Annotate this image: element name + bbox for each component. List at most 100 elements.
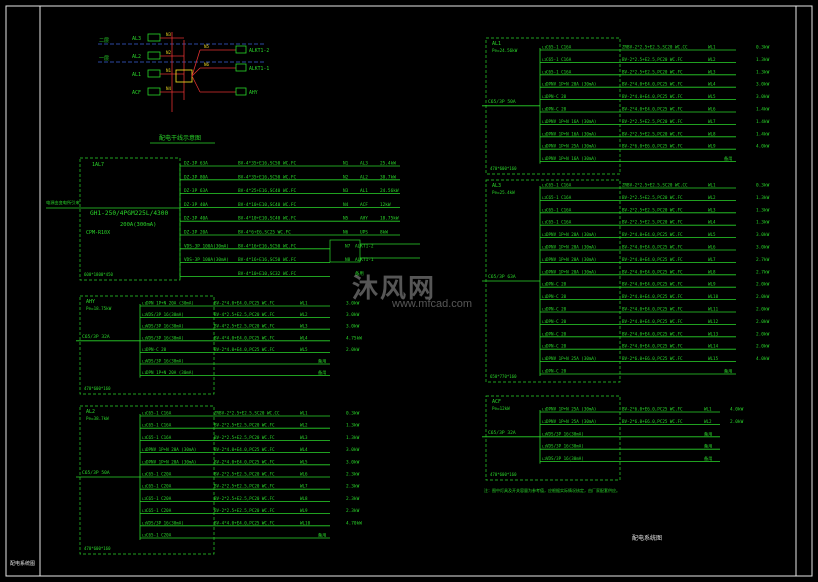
circuit-number: WL10 <box>300 520 311 525</box>
circuit-cable: BV-4*35+E16,SC50 WC.FC <box>238 161 297 167</box>
circuit-breaker: DPNV 1P+N 25A (30mA) <box>546 356 596 361</box>
circuit-breaker: C65-1 C20A <box>146 508 172 513</box>
phase-label: L2 <box>542 307 547 312</box>
panel-size-note: 470*600*160 <box>84 386 111 391</box>
branch-line <box>191 49 201 77</box>
circuit-load: 3.0kW <box>756 232 770 238</box>
circuit-cable: BV-2*4.0+E4.0,PC25 WC.FC <box>622 82 683 87</box>
phase-label: L3 <box>142 472 147 477</box>
incoming-breaker: C65/3P 50A <box>488 99 516 105</box>
circuit-breaker: C65-1 C20A <box>146 484 172 489</box>
circuit-number: WL3 <box>708 207 716 212</box>
circuit-cable: BV-2*2.5+E2.5,PC20 WC.FC <box>214 435 275 440</box>
circuit-number: WL5 <box>708 94 716 99</box>
watermark-brand: 沐风网 <box>352 273 437 303</box>
circuit-breaker: C65-1 C20A <box>146 533 172 538</box>
circuit-name: 备用 <box>704 430 712 437</box>
circuit-breaker: DPNV 1P+N 20A (30mA) <box>546 245 596 250</box>
circuit-load: 4.70kW <box>346 520 362 526</box>
circuit-number: N5 <box>343 216 349 222</box>
circuit-number: WL13 <box>708 331 719 336</box>
circuit-breaker: DPNV 1P+N 16A (30mA) <box>546 156 596 161</box>
circuit-number: WL1 <box>708 183 716 188</box>
panel-size-note: 650*770*160 <box>490 374 517 379</box>
phase-label: L3 <box>542 319 547 324</box>
circuit-name: 备用 <box>724 155 732 162</box>
phase-label: L1 <box>542 257 547 262</box>
circuit-load: 0.3kW <box>346 411 360 417</box>
circuit-load: 3.0kW <box>346 301 360 307</box>
circuit-cable: BV-2*6.0+E6.0,PC25 WC.FC <box>622 407 683 412</box>
circuit-cable: BV-2*4.0+E4.0,PC25 WC.FC <box>622 245 683 250</box>
circuit-load: 2.7kW <box>756 257 770 263</box>
phase-label: L3 <box>542 282 547 287</box>
phase-label: L1 <box>542 444 547 449</box>
sheet-outer-border <box>5 5 813 577</box>
circuit-load: 0.3kW <box>756 183 770 189</box>
circuit-number: N1 <box>343 161 349 167</box>
circuit-breaker: DZ-3P 40A <box>184 216 208 222</box>
circuit-breaker: DPN-C 20 <box>546 344 567 349</box>
circuit-load: 1.3kW <box>756 207 770 213</box>
board-box <box>147 33 161 42</box>
panel-size-note: 470*600*160 <box>490 166 517 171</box>
circuit-cable: BV-2*4.0+E4.0,PC25 WC.FC <box>214 459 275 464</box>
incoming-breaker: C65/3P 32A <box>488 430 516 436</box>
circuit-number: WL7 <box>708 257 716 262</box>
trunk-node-label: N1 <box>166 68 172 73</box>
circuit-cable: BV-2*2.5+E2.5,PC20 WC.FC <box>622 119 683 124</box>
circuit-load: 2.7kW <box>756 269 770 275</box>
circuit-cable: BV-2*2.5+E2.5,PC20 WC.FC <box>622 195 683 200</box>
circuit-breaker: DZ-3P 20A <box>184 230 208 236</box>
circuit-load: 4.75kW <box>346 335 362 341</box>
circuit-breaker: DPNV 1P+N 20A (30mA) <box>546 257 596 262</box>
circuit-name: AL3 <box>360 161 368 167</box>
panel-power: Pe=38.7kW <box>86 416 109 421</box>
phase-label: L1 <box>542 82 547 87</box>
circuit-number: WL6 <box>708 107 716 112</box>
circuit-breaker: VDS/3P 16(30mA) <box>146 312 184 317</box>
board-box <box>147 51 161 60</box>
circuit-cable: BV-2*4.0+E4.0,PC25 WC.FC <box>622 319 683 324</box>
circuit-load: 0.3kW <box>756 45 770 51</box>
circuit-cable: BV-2*2.5+E2.5,PC20 WC.FC <box>214 508 275 513</box>
circuit-number: WL4 <box>708 220 716 225</box>
panel-outline <box>79 157 181 281</box>
circuit-number: WL9 <box>300 508 308 513</box>
incoming-source: 电源由变电所引来 <box>46 199 80 206</box>
circuit-load: 4.0kW <box>756 356 770 362</box>
phase-label: L1 <box>542 407 547 412</box>
phase-label: L2 <box>142 423 147 428</box>
phase-label: L1 <box>142 335 147 340</box>
circuit-number: WL8 <box>300 496 308 501</box>
circuit-load: 25.4kW <box>380 161 396 167</box>
circuit-breaker: C65-1 C16A <box>546 195 572 200</box>
panel-size-note: 470*600*160 <box>84 546 111 551</box>
circuit-breaker: DPNV 1P+N 25A (30mA) <box>546 407 596 412</box>
phase-label: L1 <box>542 183 547 188</box>
circuit-cable: BV-2*4.0+E4.0,PC25 WC.FC <box>622 344 683 349</box>
trunk-schematic: 二层一层AL3N3AL2N2AL1N1ACFN4ALKT1-2N5ALKT1-1… <box>98 32 269 144</box>
circuit-cable: BV-2*4.0+E4.0,PC25 WC.FC <box>214 347 275 352</box>
panel-power: Pe=25.4kW <box>492 190 515 195</box>
circuit-breaker: DPN 1P+N 20A (30mA) <box>146 370 194 375</box>
circuit-breaker: C65-1 C16A <box>546 69 572 74</box>
phase-label: L3 <box>142 359 147 364</box>
trunk-node-label: N4 <box>166 86 172 91</box>
circuit-load: 3.0kW <box>756 245 770 251</box>
circuit-breaker: DPNV 1P+N 20A (30mA) <box>546 232 596 237</box>
panel-size-note: 470*600*160 <box>490 472 517 477</box>
circuit-name: AHY <box>360 216 368 222</box>
circuit-breaker: DPNV 1P+N 25A (30mA) <box>546 419 596 424</box>
circuit-cable: BV-2*4.0+E4.0,PC25 WC.FC <box>214 447 275 452</box>
panel-power: Pe=12kW <box>492 406 510 411</box>
phase-label: L1 <box>542 45 547 50</box>
phase-label: L3 <box>542 207 547 212</box>
phase-label: L1 <box>542 220 547 225</box>
circuit-load: 2.3kW <box>346 508 360 514</box>
circuit-number: WL3 <box>708 69 716 74</box>
trunk-node-label: N2 <box>166 50 172 55</box>
